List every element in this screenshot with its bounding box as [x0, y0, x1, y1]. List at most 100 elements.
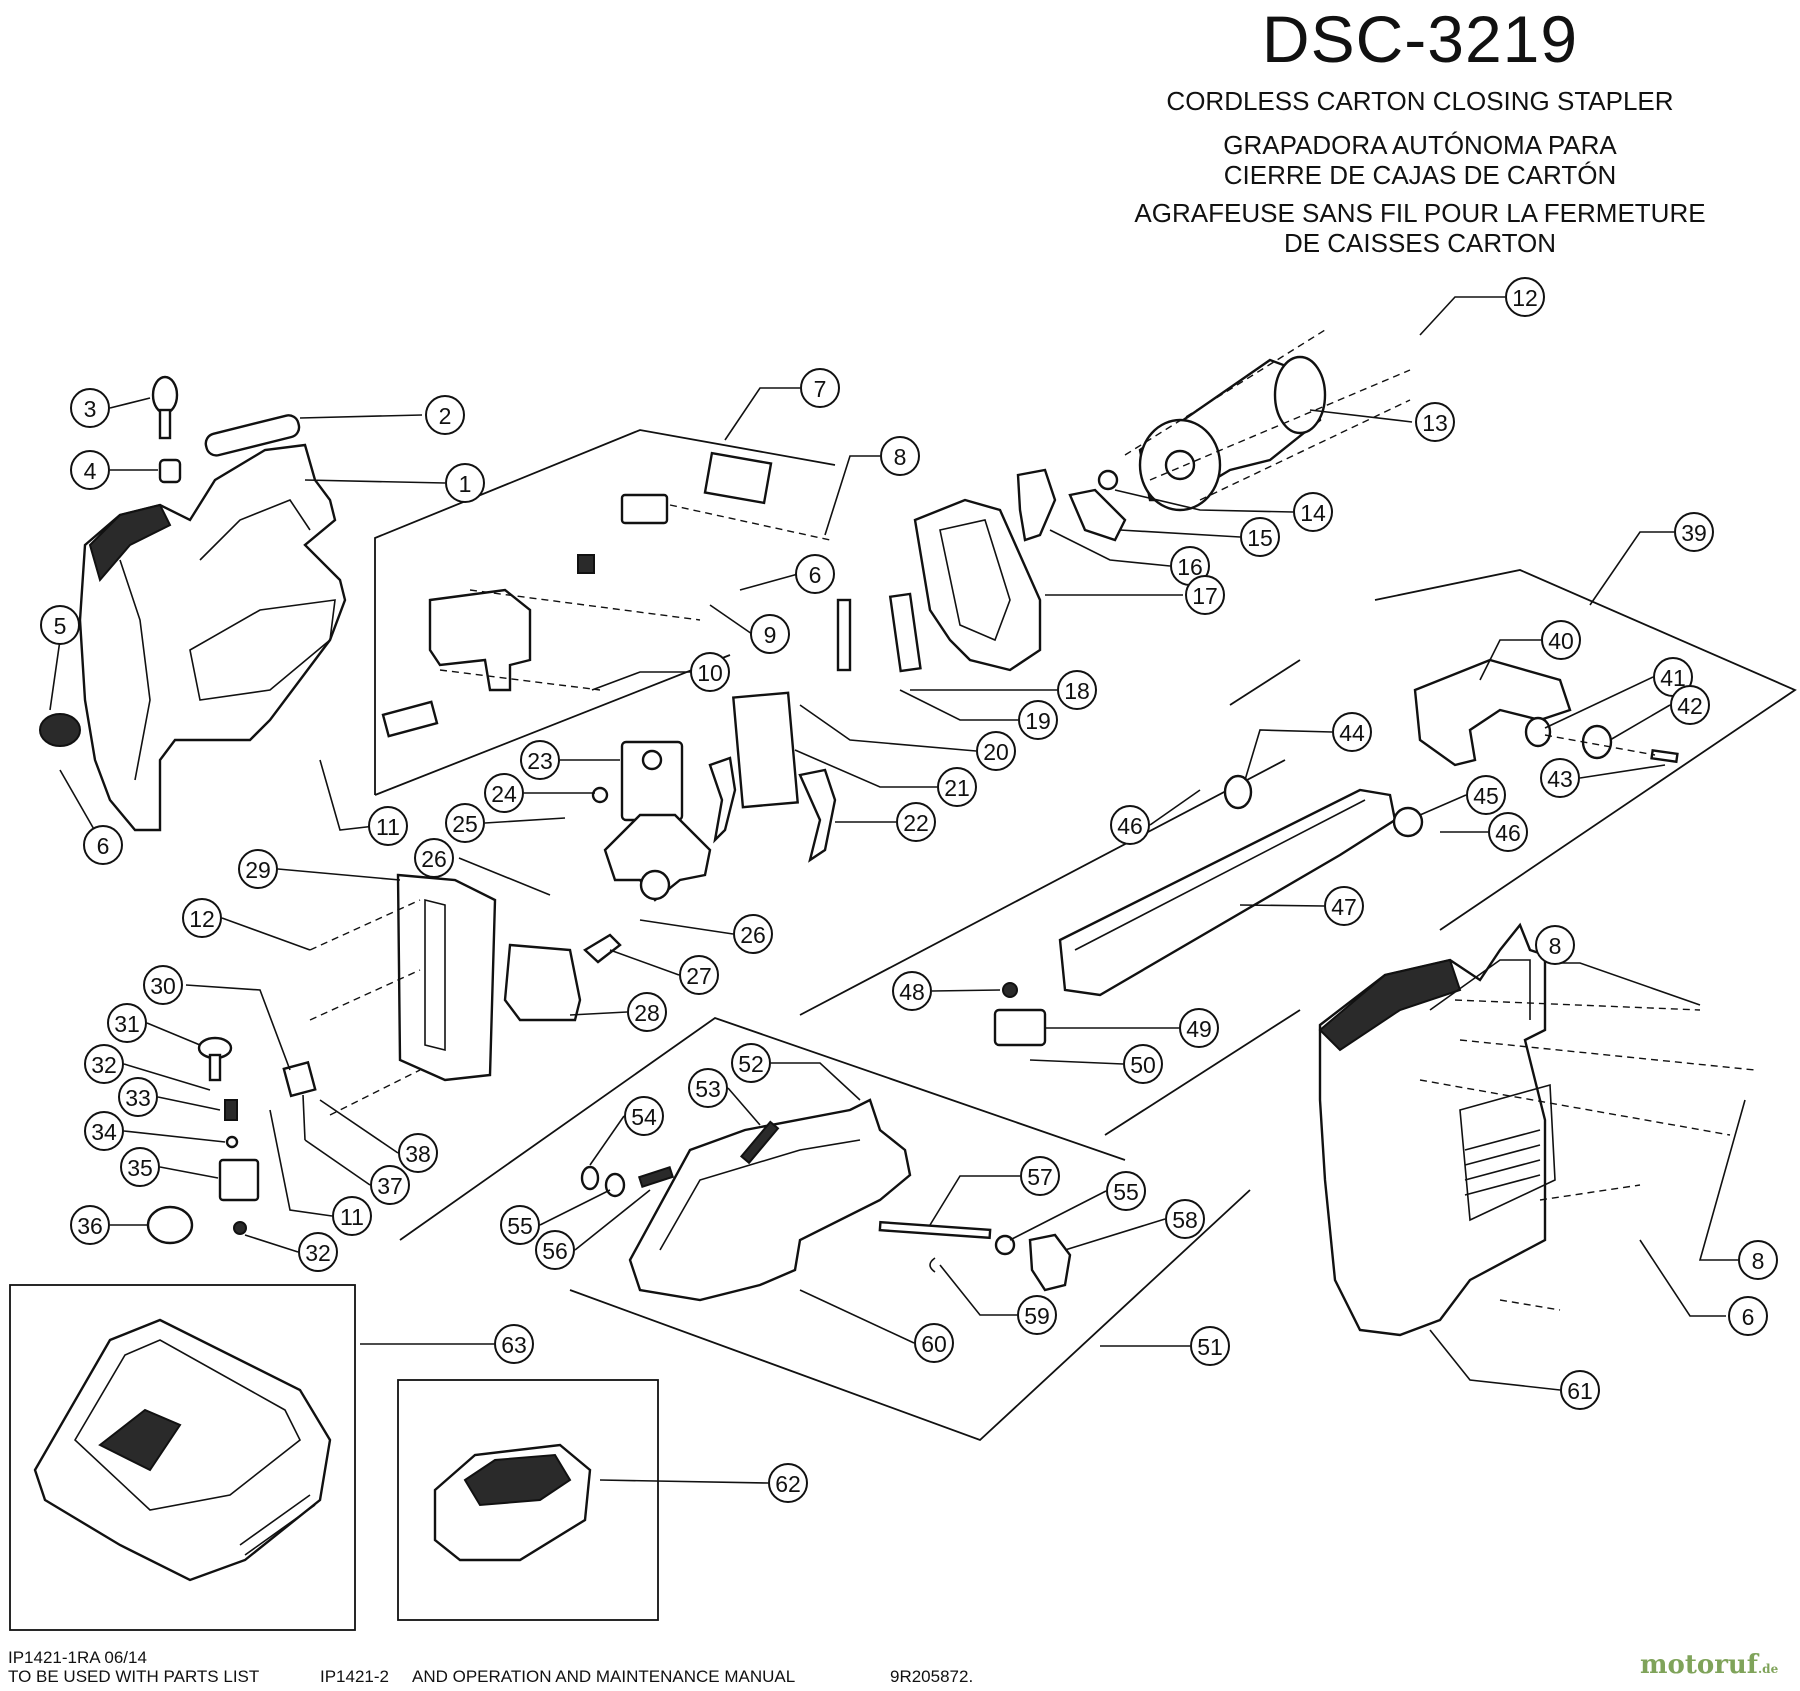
callout-c7: 7 — [800, 368, 840, 408]
motor-end-cap — [1273, 355, 1327, 435]
link-15 — [1068, 488, 1127, 542]
callout-layer: 1234566678889101111121213141516171819202… — [40, 277, 1778, 1503]
callout-c47: 47 — [1324, 886, 1364, 926]
callout-c46b: 46 — [1488, 812, 1528, 852]
callout-number: 57 — [1027, 1164, 1053, 1190]
leader-43 — [1579, 764, 1666, 779]
callout-circle — [445, 803, 485, 843]
callout-c32b: 32 — [298, 1232, 338, 1272]
callout-c22: 22 — [896, 802, 936, 842]
callout-number: 41 — [1660, 665, 1686, 691]
spring-33 — [224, 1099, 238, 1121]
nut-48 — [1002, 982, 1018, 998]
callout-circle — [679, 955, 719, 995]
callout-c16: 16 — [1170, 546, 1210, 586]
callout-c8b: 8 — [1535, 925, 1575, 965]
callout-c2: 2 — [425, 395, 465, 435]
callout-number: 13 — [1422, 410, 1448, 436]
callout-circle — [445, 463, 485, 503]
right-housing-vents — [1464, 1129, 1541, 1196]
callout-circle — [332, 1196, 372, 1236]
leader-3 — [109, 397, 151, 409]
callout-c23: 23 — [520, 740, 560, 780]
callout-number: 6 — [809, 562, 822, 588]
frame-battery — [397, 1379, 659, 1621]
callout-circle — [937, 767, 977, 807]
callout-circle — [520, 740, 560, 780]
magazine-group — [993, 774, 1424, 1047]
subtitle-spanish: GRAPADORA AUTÓNOMA PARA CIERRE DE CAJAS … — [1110, 130, 1730, 190]
callout-circle — [494, 1324, 534, 1364]
gear-frame-17 — [913, 498, 1042, 672]
nut-55b — [994, 1234, 1016, 1256]
callout-number: 45 — [1473, 783, 1499, 809]
pin-43 — [1650, 749, 1679, 764]
callout-c28: 28 — [627, 992, 667, 1032]
dash-right-screw-5 — [1499, 1299, 1561, 1311]
leader-60 — [799, 1289, 915, 1344]
callout-c34: 34 — [84, 1111, 124, 1151]
callout-number: 46 — [1495, 820, 1521, 846]
callout-circle — [1123, 1044, 1163, 1084]
dash-screw-10 — [469, 589, 701, 621]
callout-circle — [1541, 620, 1581, 660]
latch-22b — [708, 756, 737, 844]
callout-c12b: 12 — [182, 898, 222, 938]
leader-40 — [1479, 639, 1541, 681]
callout-circle — [880, 436, 920, 476]
washer-55 — [604, 1172, 626, 1198]
callout-c9: 9 — [750, 614, 790, 654]
switch-bracket-7 — [703, 451, 773, 505]
callout-circle — [70, 388, 110, 428]
leader-55a — [539, 1189, 611, 1226]
leader-38 — [319, 1099, 399, 1154]
callout-circle — [535, 1230, 575, 1270]
callout-number: 2 — [439, 403, 452, 429]
leader-2 — [299, 414, 423, 419]
callout-circle — [107, 1003, 147, 1043]
callout-c8c: 8 — [1738, 1240, 1778, 1280]
right-housing-handle — [1429, 959, 1531, 1020]
leader-46a — [1149, 789, 1201, 826]
leader-lines — [49, 296, 1746, 1484]
adjuster-parts — [146, 1036, 317, 1245]
callout-c55b: 55 — [1106, 1171, 1146, 1211]
callout-c61: 61 — [1560, 1370, 1600, 1410]
callout-number: 63 — [501, 1332, 527, 1358]
leader-57 — [929, 1175, 1020, 1226]
microswitch — [620, 493, 669, 525]
callout-number: 40 — [1548, 628, 1574, 654]
callout-c55a: 55 — [500, 1205, 540, 1245]
callout-c63: 63 — [494, 1324, 534, 1364]
leader-44 — [1244, 729, 1333, 781]
bracket-16 — [1016, 468, 1057, 542]
frame-group-39 — [1374, 569, 1797, 931]
left-housing-grip-top — [88, 503, 172, 583]
leader-20 — [799, 704, 977, 752]
callout-c24: 24 — [484, 773, 524, 813]
plate-18 — [888, 592, 922, 673]
callout-number: 8 — [894, 444, 907, 470]
left-housing-handle-inner — [199, 499, 311, 561]
callout-circle — [70, 1205, 110, 1245]
subtitle-french-line-2: DE CAISSES CARTON — [1283, 228, 1557, 258]
leader-1 — [304, 479, 446, 484]
callout-number: 16 — [1177, 554, 1203, 580]
leader-31 — [146, 1022, 201, 1046]
callout-number: 30 — [150, 973, 176, 999]
watermark-brand: motoruf — [1640, 1650, 1758, 1680]
callout-c19: 19 — [1018, 700, 1058, 740]
subtitle-spanish-line-2: CIERRE DE CAJAS DE CARTÓN — [1223, 160, 1617, 190]
linkage-pivot — [639, 869, 671, 901]
washer-54 — [580, 1165, 600, 1191]
nut-4 — [158, 458, 182, 484]
frame-group-47 — [799, 759, 1286, 1016]
frame-group-51-base — [569, 1189, 1251, 1442]
leader-41 — [1544, 676, 1654, 729]
callout-number: 20 — [983, 739, 1009, 765]
callout-number: 14 — [1300, 500, 1326, 526]
subtitle-english: CORDLESS CARTON CLOSING STAPLER — [1166, 86, 1674, 116]
callout-circle — [1540, 758, 1580, 798]
guide-plate-29 — [396, 873, 497, 1082]
leader-19 — [899, 689, 1018, 721]
